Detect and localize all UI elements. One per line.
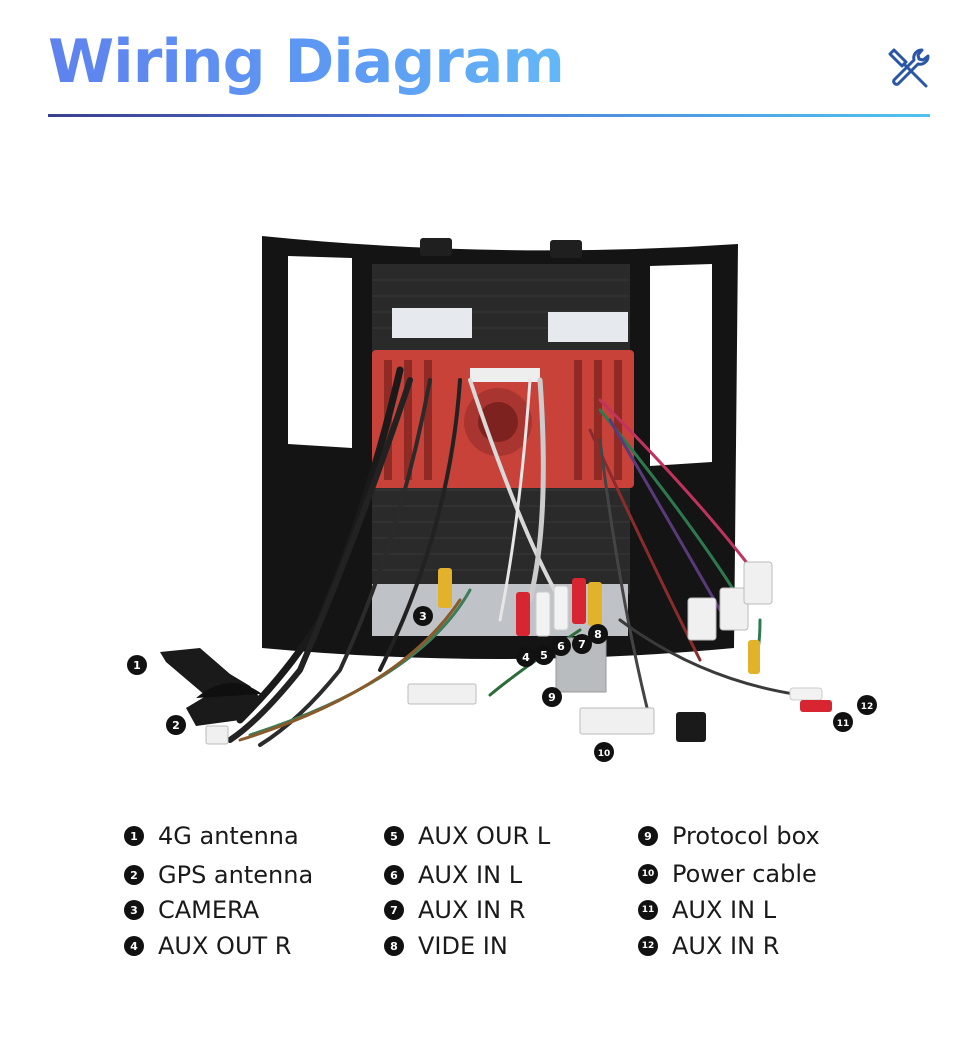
callout-marker: 2: [166, 715, 186, 735]
svg-text:7: 7: [578, 638, 586, 651]
legend-label: VIDE IN: [418, 932, 508, 960]
legend-label: AUX IN L: [418, 861, 523, 889]
header-divider: [48, 114, 930, 117]
legend-label: 4G antenna: [158, 822, 299, 850]
callout-marker: 5: [534, 645, 554, 665]
legend-label: AUX OUR L: [418, 822, 551, 850]
legend-item: 9 Protocol box: [638, 818, 820, 854]
svg-text:11: 11: [837, 719, 850, 729]
legend-marker: 8: [384, 936, 404, 956]
legend-item: 5 AUX OUR L: [384, 818, 550, 854]
legend-item: 12 AUX IN R: [638, 928, 779, 964]
callout-marker: 3: [413, 606, 433, 626]
page-title: Wiring Diagram: [48, 22, 565, 102]
svg-text:12: 12: [861, 702, 874, 712]
svg-text:9: 9: [548, 691, 556, 704]
4g-antenna-module: [160, 648, 262, 726]
legend-label: AUX IN L: [672, 896, 777, 924]
legend-item: 3 CAMERA: [124, 892, 259, 928]
callout-marker: 11: [833, 712, 853, 732]
svg-text:8: 8: [594, 628, 602, 641]
head-unit-rear-illustration: 1 2 3 4 5 6 7 8 9 10 11 12: [127, 236, 877, 762]
legend-item: 4 AUX OUT R: [124, 928, 291, 964]
legend-item: 7 AUX IN R: [384, 892, 525, 928]
legend-label: GPS antenna: [158, 861, 314, 889]
callout-marker: 7: [572, 634, 592, 654]
heatsink-chassis: [372, 350, 634, 488]
legend-item: 8 VIDE IN: [384, 928, 508, 964]
legend-label: AUX OUT R: [158, 932, 292, 960]
callout-marker: 9: [542, 687, 562, 707]
legend: 1 4G antenna 2 GPS antenna 3 CAMERA 4 AU…: [0, 812, 980, 972]
legend-item: 6 AUX IN L: [384, 857, 522, 893]
legend-marker: 1: [124, 826, 144, 846]
callout-marker: 6: [551, 636, 571, 656]
callout-marker: 8: [588, 624, 608, 644]
legend-item: 2 GPS antenna: [124, 857, 313, 893]
legend-label: Power cable: [672, 860, 817, 888]
legend-label: CAMERA: [158, 896, 260, 924]
callout-marker: 1: [127, 655, 147, 675]
harness-connectors: [205, 561, 773, 745]
callout-marker: 12: [857, 695, 877, 715]
legend-marker: 3: [124, 900, 144, 920]
svg-text:1: 1: [133, 659, 141, 672]
legend-item: 10 Power cable: [638, 856, 817, 892]
svg-text:4: 4: [522, 651, 530, 664]
legend-item: 1 4G antenna: [124, 818, 299, 854]
tools-icon: [888, 48, 930, 88]
legend-label: AUX IN R: [672, 932, 780, 960]
legend-marker: 2: [124, 865, 144, 885]
legend-marker: 7: [384, 900, 404, 920]
callout-marker: 10: [594, 742, 614, 762]
legend-marker: 12: [638, 936, 658, 956]
svg-text:10: 10: [598, 749, 611, 759]
svg-text:3: 3: [419, 610, 427, 623]
legend-label: Protocol box: [672, 822, 820, 850]
svg-text:6: 6: [557, 640, 565, 653]
svg-text:5: 5: [540, 649, 548, 662]
legend-marker: 10: [638, 864, 658, 884]
svg-text:2: 2: [172, 719, 180, 732]
legend-label: AUX IN R: [418, 896, 526, 924]
rca-plugs: [438, 568, 832, 712]
callout-marker: 4: [516, 647, 536, 667]
legend-marker: 6: [384, 865, 404, 885]
legend-marker: 5: [384, 826, 404, 846]
legend-marker: 4: [124, 936, 144, 956]
cable-harness: [227, 366, 802, 747]
legend-marker: 11: [638, 900, 658, 920]
legend-item: 11 AUX IN L: [638, 892, 776, 928]
legend-marker: 9: [638, 826, 658, 846]
